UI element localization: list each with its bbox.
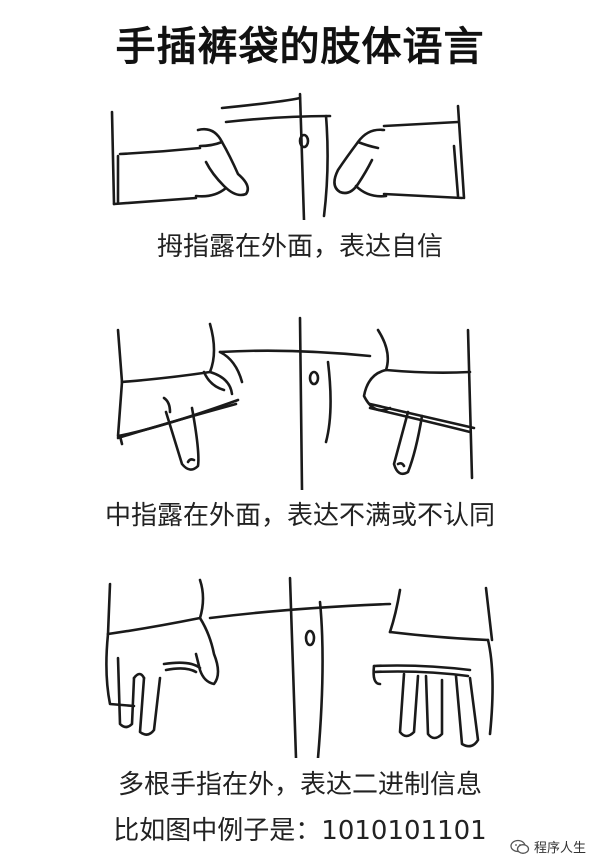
illustration-multiple-fingers-out: [105, 576, 494, 758]
caption-binary-example: 比如图中例子是：1010101101: [113, 816, 487, 846]
caption-thumbs: 拇指露在外面，表达自信: [156, 232, 443, 262]
watermark-text: 程序人生: [533, 841, 586, 856]
caption-multiple-fingers: 多根手指在外，表达二进制信息: [117, 770, 482, 800]
wechat-icon: [510, 839, 530, 854]
page-title: 手插裤袋的肢体语言: [115, 24, 485, 70]
watermark: 程序人生: [505, 835, 590, 858]
illustration-thumbs-out: [110, 92, 466, 220]
illustration-middle-finger-out: [116, 316, 476, 490]
caption-middle-finger: 中指露在外面，表达不满或不认同: [104, 501, 495, 531]
